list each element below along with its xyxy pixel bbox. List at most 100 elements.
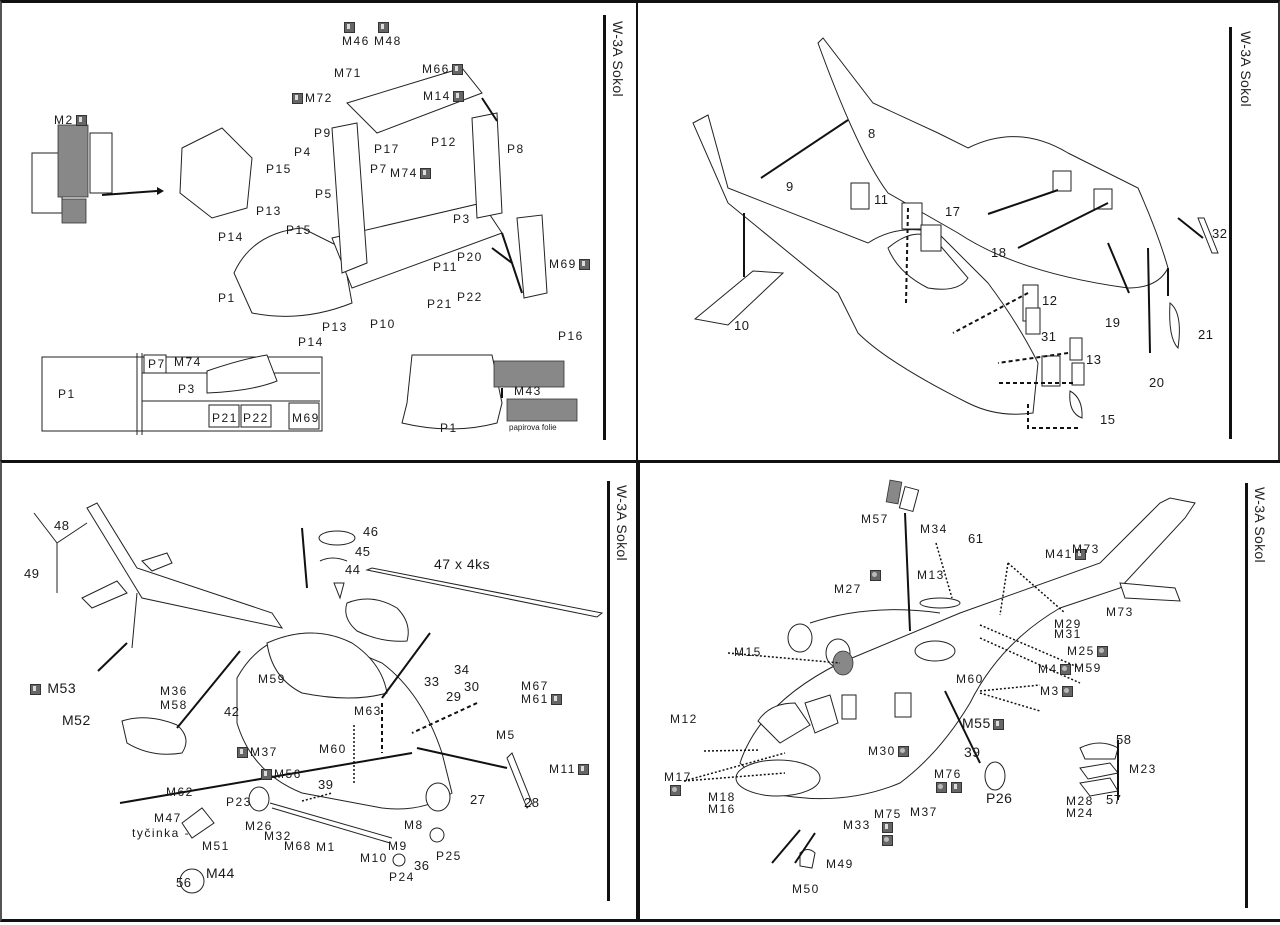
label-p25: P25 — [436, 849, 462, 863]
label-44: 44 — [345, 562, 361, 577]
label-m34: M34 — [920, 522, 948, 536]
film-icon — [30, 683, 41, 695]
icon-m75-parts — [880, 821, 895, 846]
label-57: 57 — [1106, 792, 1122, 807]
label-p21: P21 — [427, 297, 453, 311]
label-m47: M47 — [154, 811, 182, 825]
label-18: 18 — [991, 245, 1007, 260]
label-45: 45 — [355, 544, 371, 559]
title-bar-line — [603, 15, 606, 440]
label-p14-top: P14 — [218, 230, 244, 244]
label-m76: M76 — [934, 767, 962, 781]
label-p8: P8 — [507, 142, 525, 156]
label-m28: M28 — [1066, 794, 1094, 808]
label-m4: M4 — [1038, 663, 1073, 676]
film-icon — [451, 64, 463, 76]
label-m17: M17 — [664, 770, 692, 784]
label-m71: M71 — [334, 66, 362, 80]
label-m74: M74 — [390, 167, 433, 180]
label-m58: M58 — [160, 698, 188, 712]
label-33: 33 — [424, 674, 440, 689]
label-m59: M59 — [258, 672, 286, 686]
label-36: 36 — [414, 858, 430, 873]
label-p5: P5 — [315, 187, 333, 201]
label-p13-top: P13 — [256, 204, 282, 218]
label-m44: M44 — [206, 865, 235, 881]
label-m53: M53 — [28, 681, 76, 695]
label-m24: M24 — [1066, 806, 1094, 820]
label-39: 39 — [964, 744, 981, 760]
label-m73-top: M73 — [1072, 542, 1100, 556]
label-m63: M63 — [354, 704, 382, 718]
label-61: 61 — [968, 531, 984, 546]
label-p9: P9 — [314, 126, 332, 140]
film-icon — [577, 764, 589, 776]
label-p16: P16 — [558, 329, 584, 343]
label-21: 21 — [1198, 327, 1214, 342]
label-p20: P20 — [457, 250, 483, 264]
label-39: 39 — [318, 777, 334, 792]
icon-m76-parts — [934, 781, 964, 794]
circle-icon — [882, 834, 893, 846]
label-46: 46 — [363, 524, 379, 539]
label-m75: M75 — [874, 807, 902, 821]
label-p1: P1 — [218, 291, 236, 305]
label-m14: M14 — [423, 90, 466, 103]
label-49: 49 — [24, 566, 40, 581]
label-m67: M67 — [521, 679, 549, 693]
label-p22: P22 — [457, 290, 483, 304]
label-m69: M69 — [549, 258, 592, 271]
label-tycinka: tyčinka - — [132, 826, 191, 840]
label-17: 17 — [945, 204, 961, 219]
label-10: 10 — [734, 318, 750, 333]
film-icon — [578, 259, 590, 271]
label-m27: M27 — [834, 582, 862, 596]
side-title: W-3A Sokol — [610, 21, 626, 97]
film-icon — [344, 22, 355, 34]
circle-icon — [1096, 646, 1108, 658]
label-m15: M15 — [734, 645, 762, 659]
circle-icon — [936, 782, 947, 794]
panel-interior: M2 M46 M48 M71 M72 M66 M14 P9 P17 P12 P8… — [0, 0, 638, 460]
label-11: 11 — [874, 192, 889, 207]
label-m30: M30 — [868, 745, 911, 758]
label-27: 27 — [470, 792, 486, 807]
label-m62: M62 — [166, 785, 194, 799]
label-30: 30 — [464, 679, 480, 694]
label-48: 48 — [54, 518, 70, 533]
panel-rotor-exterior: 48 49 46 45 44 47 x 4ks M53 M52 M36 M58 … — [0, 460, 640, 922]
film-icon — [452, 91, 464, 103]
label-m10: M10 — [360, 851, 388, 865]
label-m55: M55 — [962, 716, 1006, 730]
label-m29: M29 — [1054, 617, 1082, 631]
film-icon — [951, 782, 962, 794]
label-m50: M50 — [792, 882, 820, 896]
paper-foil-note: papirova folie — [509, 423, 557, 432]
film-icon — [237, 747, 248, 759]
label-m56: M56 — [259, 768, 302, 781]
label-p15-top: P15 — [266, 162, 292, 176]
label-p26: P26 — [986, 790, 1013, 806]
label-p1-plan: P1 — [58, 387, 76, 401]
label-42: 42 — [224, 704, 240, 719]
label-m46: M46 — [342, 34, 370, 48]
label-m52: M52 — [62, 712, 91, 728]
label-m57: M57 — [861, 512, 889, 526]
label-p15-mid: P15 — [286, 223, 312, 237]
panel-exterior-details: M57 M34 61 M41 M73 M27 M13 M15 M73 M29 M… — [640, 460, 1280, 922]
label-p24: P24 — [389, 870, 415, 884]
label-m23: M23 — [1129, 762, 1157, 776]
title-bar-line — [1229, 27, 1232, 439]
film-icon — [292, 93, 303, 105]
label-p4: P4 — [294, 145, 312, 159]
circle-icon — [897, 746, 909, 758]
label-m43: M43 — [514, 384, 542, 398]
label-m31: M31 — [1054, 627, 1082, 641]
label-p17: P17 — [374, 142, 400, 156]
icon-m48 — [376, 21, 391, 34]
label-8: 8 — [868, 126, 876, 141]
icon-m13-resin — [868, 569, 883, 582]
circle-icon — [670, 785, 681, 797]
label-m32: M32 — [264, 829, 292, 843]
film-icon — [1074, 549, 1086, 561]
